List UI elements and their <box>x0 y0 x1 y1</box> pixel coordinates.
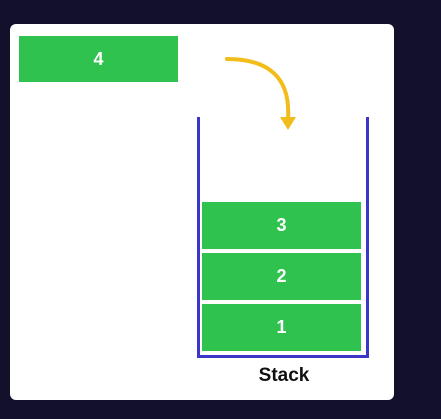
stack-wall-right <box>366 117 369 358</box>
push-arrow-path <box>225 57 291 121</box>
stack-item-middle: 2 <box>202 253 361 300</box>
stack-wall-bottom <box>197 355 369 358</box>
stack-item-top: 3 <box>202 202 361 249</box>
push-arrow-head <box>280 117 296 130</box>
stack-item-label: 2 <box>276 266 287 286</box>
stack-item-label: 3 <box>276 215 287 235</box>
curved-arrow-down-icon <box>225 57 296 130</box>
stack-item-label: 1 <box>276 317 287 337</box>
stack-wall-left <box>197 117 200 358</box>
incoming-element: 4 <box>19 36 178 82</box>
incoming-element-label: 4 <box>93 48 104 69</box>
stack-item-bottom: 1 <box>202 304 361 351</box>
stack-caption: Stack <box>258 365 310 386</box>
diagram-card: 4 3 2 1 Stack <box>10 24 394 400</box>
